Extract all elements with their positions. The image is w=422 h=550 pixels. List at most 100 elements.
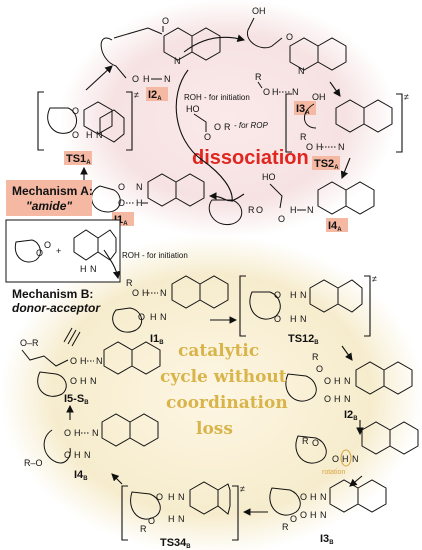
atom-o: O: [300, 492, 307, 502]
atom-n: N: [84, 450, 91, 460]
atom-n: N: [320, 510, 327, 520]
atom-h: H: [316, 142, 323, 152]
atom-o: O: [132, 74, 139, 84]
catalytic-cycle-text: catalytic cycle without coordination los…: [160, 341, 288, 439]
ts-mark: ≠: [240, 484, 245, 494]
atom-o: O: [256, 205, 263, 215]
atom-o: O: [118, 182, 125, 192]
note-roh-initiation-a: ROH - for initiation: [184, 93, 250, 102]
atom-o: O: [324, 376, 331, 386]
atom-o: O: [64, 450, 71, 460]
note-rop: HO O O R - for ROP: [186, 104, 268, 142]
reactants-box: O O + H N: [5, 219, 121, 283]
atom-r: R: [312, 352, 319, 362]
atom-o: O: [138, 312, 145, 322]
arrow-I2A-to-I3A: [183, 34, 246, 53]
atom-ho: HO: [262, 172, 276, 182]
species-rotation: R O O H N rotation: [295, 421, 419, 476]
label-I3B: I3B: [320, 533, 334, 546]
atom-ho: HO: [186, 104, 200, 114]
atom-o: O: [72, 130, 79, 140]
atom-r: R: [300, 132, 307, 142]
atom-n: N: [352, 454, 359, 464]
species-I4A: HO R O O H N I4A: [208, 172, 375, 233]
arrow-initiation-b: [103, 249, 121, 280]
atom-n: N: [307, 205, 314, 215]
label-I5SB: I5-SB: [64, 393, 89, 406]
atom-r: R: [255, 72, 262, 82]
label-I2B: I2B: [344, 409, 358, 422]
atom-o: O: [274, 314, 281, 324]
atom-n: N: [338, 142, 345, 152]
label-TS2A: TS2A: [314, 158, 339, 171]
arrow-TS1A-to-I2A: [85, 65, 113, 91]
atom-h: H: [143, 74, 150, 84]
atom-h: H: [310, 510, 317, 520]
atom-n: N: [96, 130, 103, 140]
atom-o-r: O–R: [20, 338, 39, 348]
dissociation-label: dissociation: [192, 147, 309, 169]
atom-n: N: [90, 264, 97, 274]
mechanism-a-box: Mechanism A: "amide": [6, 180, 93, 216]
atom-o: O: [204, 132, 211, 142]
atom-r: R: [302, 436, 309, 446]
label-I3A: I3A: [296, 103, 310, 116]
plus-sign: +: [56, 246, 61, 256]
atom-o: O: [148, 516, 155, 526]
atom-o: O: [263, 87, 270, 97]
species-I3B: R O O H N O H N I3B: [269, 479, 387, 546]
atom-o: O: [162, 16, 169, 26]
arrow-rotation-to-I3B: [349, 475, 363, 487]
atom-n: N: [90, 376, 97, 386]
atom-h: H: [136, 198, 143, 208]
arrow-TS34B-to-I4B: [111, 473, 123, 485]
species-I2B: R O O H N O H N I2B: [285, 352, 413, 422]
atom-n: N: [320, 492, 327, 502]
atom-n: N: [292, 87, 299, 97]
atom-n: N: [300, 314, 307, 324]
atom-o: O: [286, 32, 293, 42]
atom-n: N: [92, 428, 99, 438]
species-I4B: O H N R–O O H N I4B: [24, 413, 159, 482]
species-I3A: OH O N R O H N I3A: [246, 6, 347, 116]
rotation-label: rotation: [322, 469, 345, 476]
label-I4A: I4A: [328, 220, 342, 233]
atom-h: H: [150, 312, 157, 322]
atom-n: N: [164, 74, 171, 84]
atom-n: N: [344, 376, 351, 386]
atom-n: N: [298, 66, 305, 76]
atom-n: N: [344, 394, 351, 404]
arrow-I4A-to-I1A: [208, 192, 245, 202]
atom-o: O: [312, 438, 319, 448]
label-I2A: I2A: [148, 89, 162, 102]
atom-n: N: [174, 56, 181, 66]
atom-o: O: [214, 122, 221, 132]
atom-o: O: [132, 288, 139, 298]
cycle-line-3: coordination: [166, 393, 288, 413]
cycle-line-2: cycle without: [160, 367, 287, 387]
atom-o: O: [156, 492, 163, 502]
atom-n: N: [160, 312, 167, 322]
atom-o: O: [44, 240, 51, 250]
label-I1B: I1B: [150, 333, 164, 346]
atom-h: H: [168, 492, 175, 502]
mechanism-b-box: Mechanism B: donor-acceptor: [12, 287, 101, 315]
atom-o: O: [290, 514, 297, 524]
atom-h: H: [74, 428, 81, 438]
species-I2A: O N O H N I2A: [100, 16, 221, 102]
atom-h: H: [290, 290, 297, 300]
atom-o: O: [274, 290, 281, 300]
atom-h: H: [142, 288, 149, 298]
note-for-rop: - for ROP: [234, 121, 268, 130]
atom-o: O: [306, 142, 313, 152]
atom-o: O: [70, 356, 77, 366]
species-I5SB: O–R O H N O H N I5-SB: [20, 327, 161, 406]
arrow-TS12B-to-I2B: [341, 345, 353, 361]
atom-r: R: [126, 278, 133, 288]
ts-mark: ≠: [372, 274, 377, 284]
atom-r: R: [224, 122, 231, 132]
label-TS1A: TS1A: [66, 153, 91, 166]
atom-h: H: [290, 205, 297, 215]
atom-o: O: [332, 454, 339, 464]
